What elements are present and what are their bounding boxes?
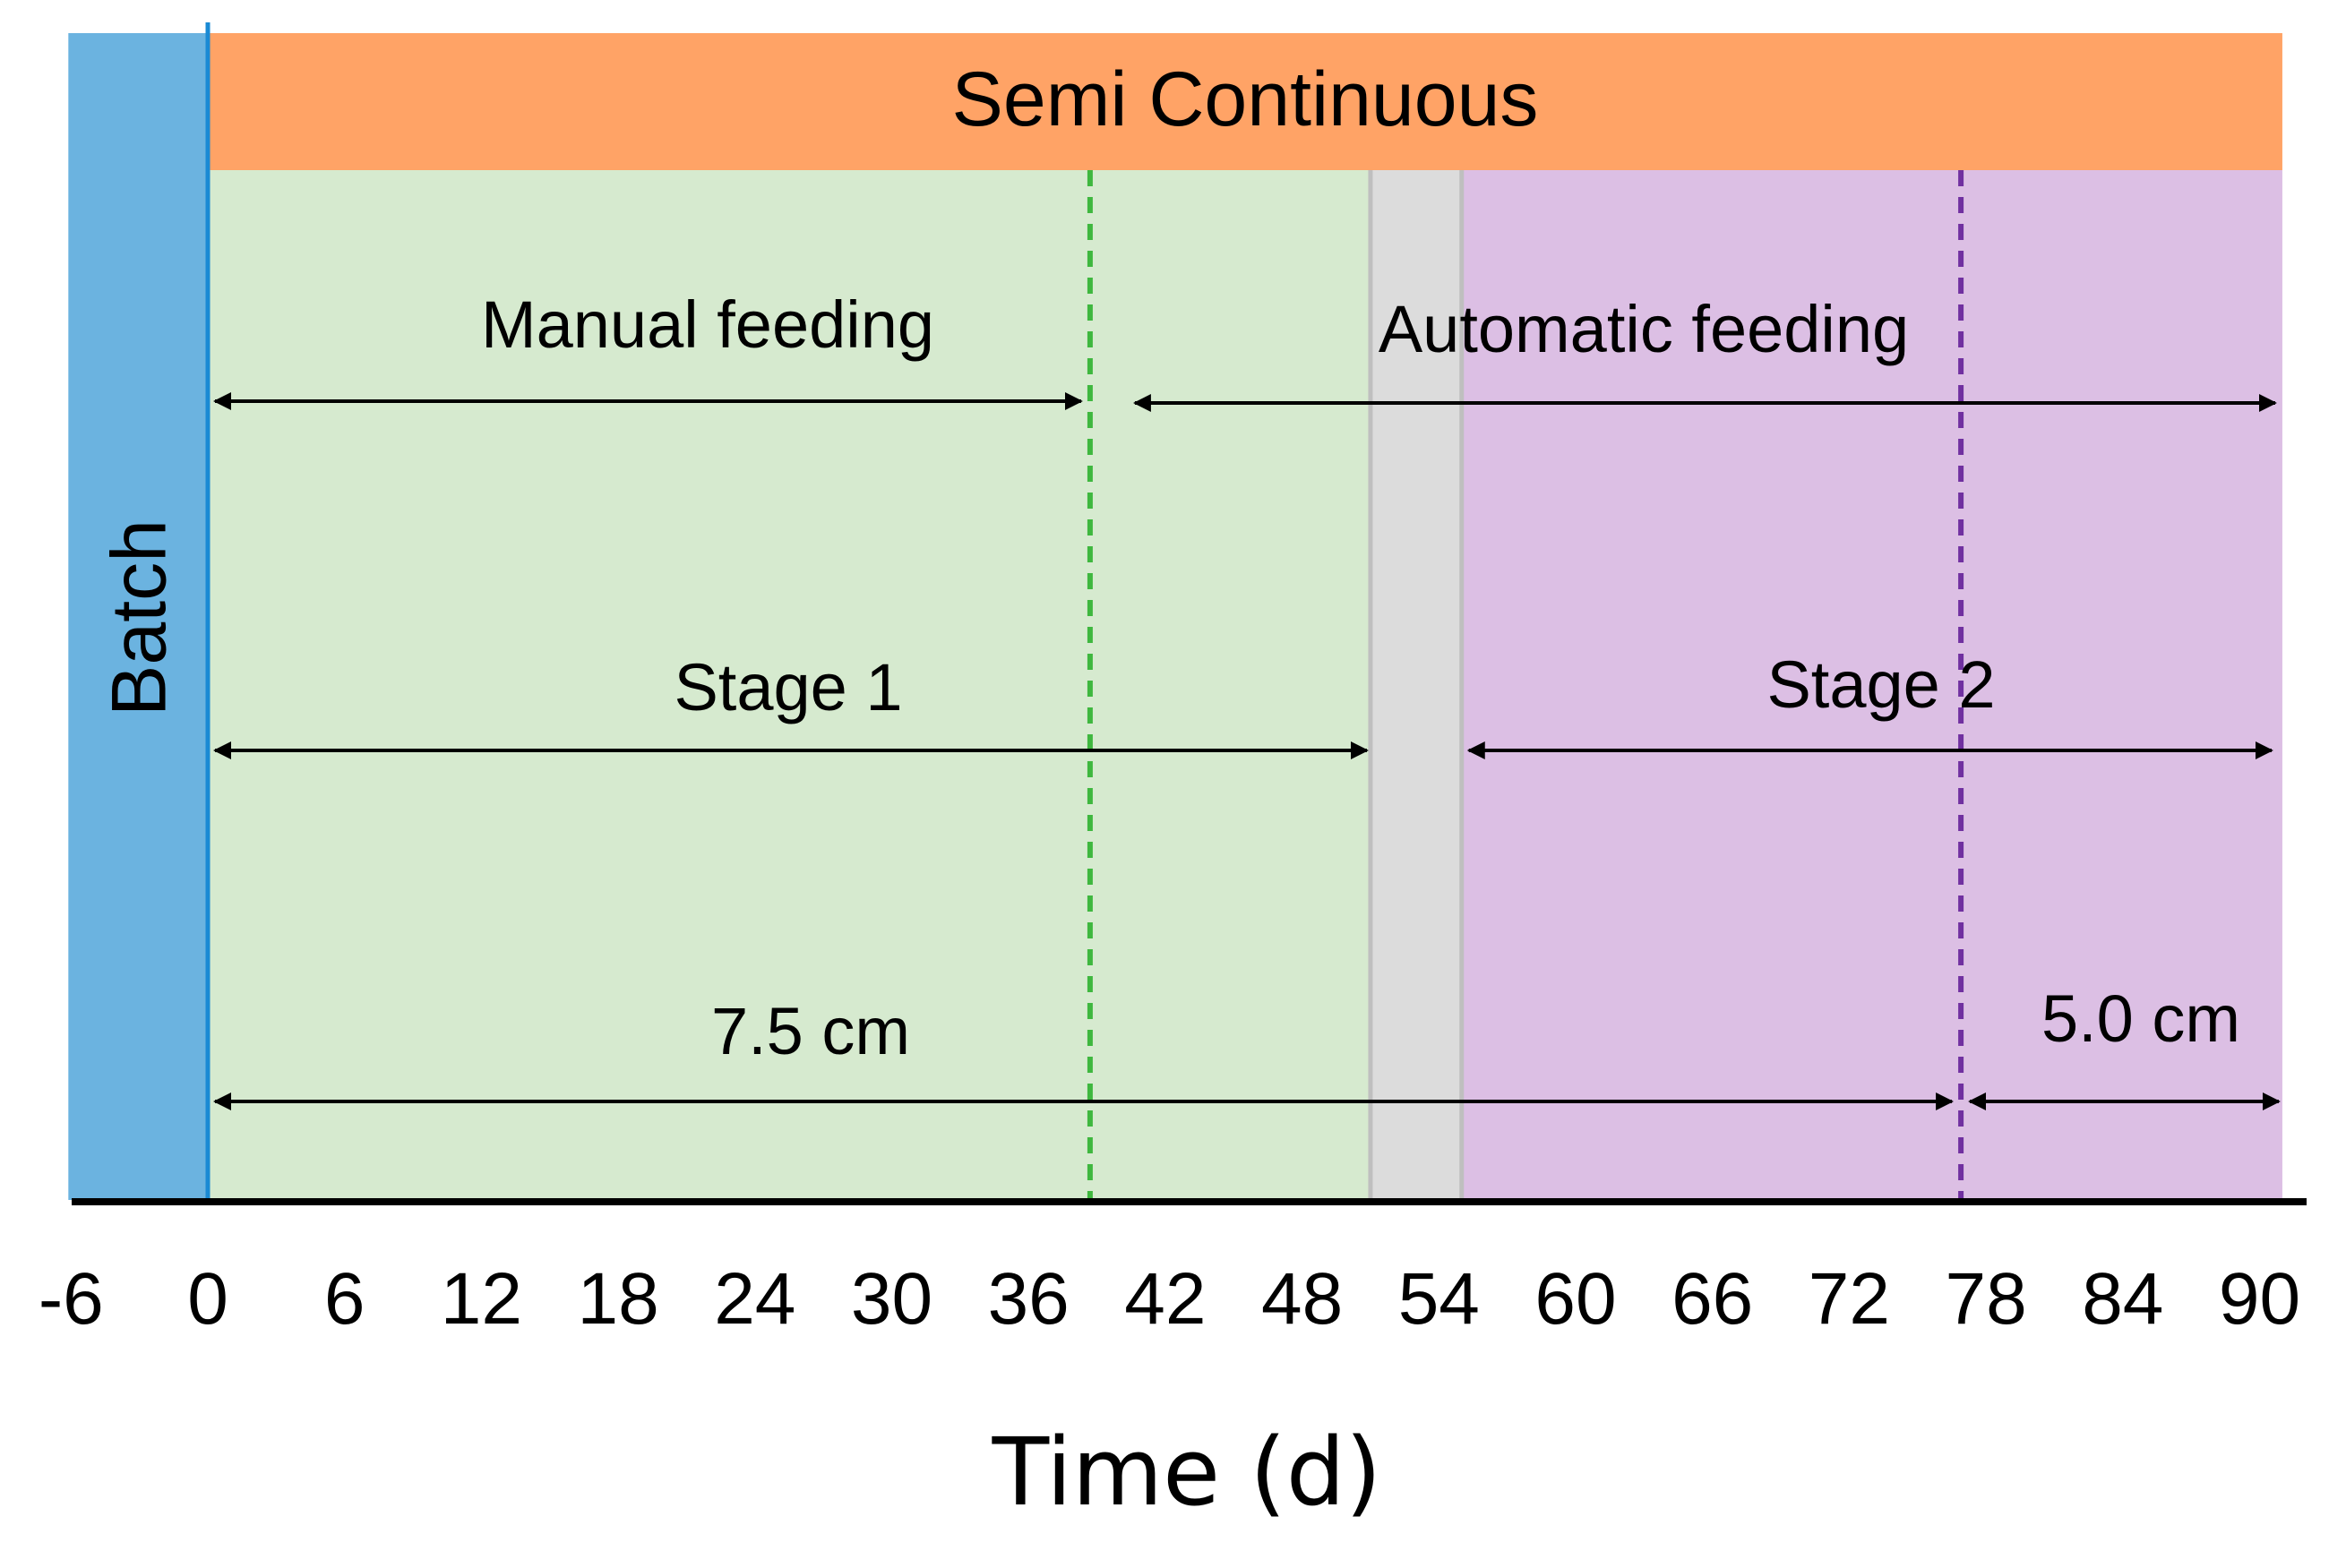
tick-label: 78 <box>1945 1258 2026 1340</box>
tick-label: 48 <box>1261 1258 1343 1340</box>
tick-label: 66 <box>1671 1258 1753 1340</box>
tick-label: 72 <box>1809 1258 1890 1340</box>
tick-label: 36 <box>988 1258 1070 1340</box>
automatic-feeding-label: Automatic feeding <box>1379 292 1909 366</box>
stage1-label: Stage 1 <box>674 650 902 724</box>
manual-feeding-label: Manual feeding <box>481 287 934 362</box>
height-7-5cm-label: 7.5 cm <box>711 994 910 1068</box>
tick-label: 30 <box>851 1258 932 1340</box>
semi-continuous-phase-bar <box>208 33 2282 170</box>
stage2-label: Stage 2 <box>1766 647 1995 722</box>
transition-region <box>1370 170 1462 1200</box>
height-5-0cm-label: 5.0 cm <box>2041 981 2240 1056</box>
tick-label: 0 <box>187 1258 228 1340</box>
tick-label: 84 <box>2082 1258 2163 1340</box>
stage1-region <box>208 170 1371 1200</box>
stage2-region <box>1461 170 2282 1200</box>
axis-title: Time (d) <box>992 1418 1382 1527</box>
tick-labels: -6 0 6 12 18 24 30 36 42 48 54 60 66 72 78 84 90 <box>39 1258 2300 1340</box>
batch-phase-bar <box>68 33 208 1200</box>
semi-continuous-label: Semi Continuous <box>952 56 1539 142</box>
tick-label: 54 <box>1398 1258 1480 1340</box>
tick-label: 6 <box>324 1258 365 1340</box>
tick-label: 12 <box>441 1258 522 1340</box>
tick-label: 90 <box>2219 1258 2300 1340</box>
tick-label: 24 <box>714 1258 795 1340</box>
tick-label: 18 <box>577 1258 658 1340</box>
tick-label: 42 <box>1124 1258 1206 1340</box>
batch-label: Batch <box>97 519 183 716</box>
tick-label: 60 <box>1534 1258 1616 1340</box>
tick-label: -6 <box>39 1258 104 1340</box>
